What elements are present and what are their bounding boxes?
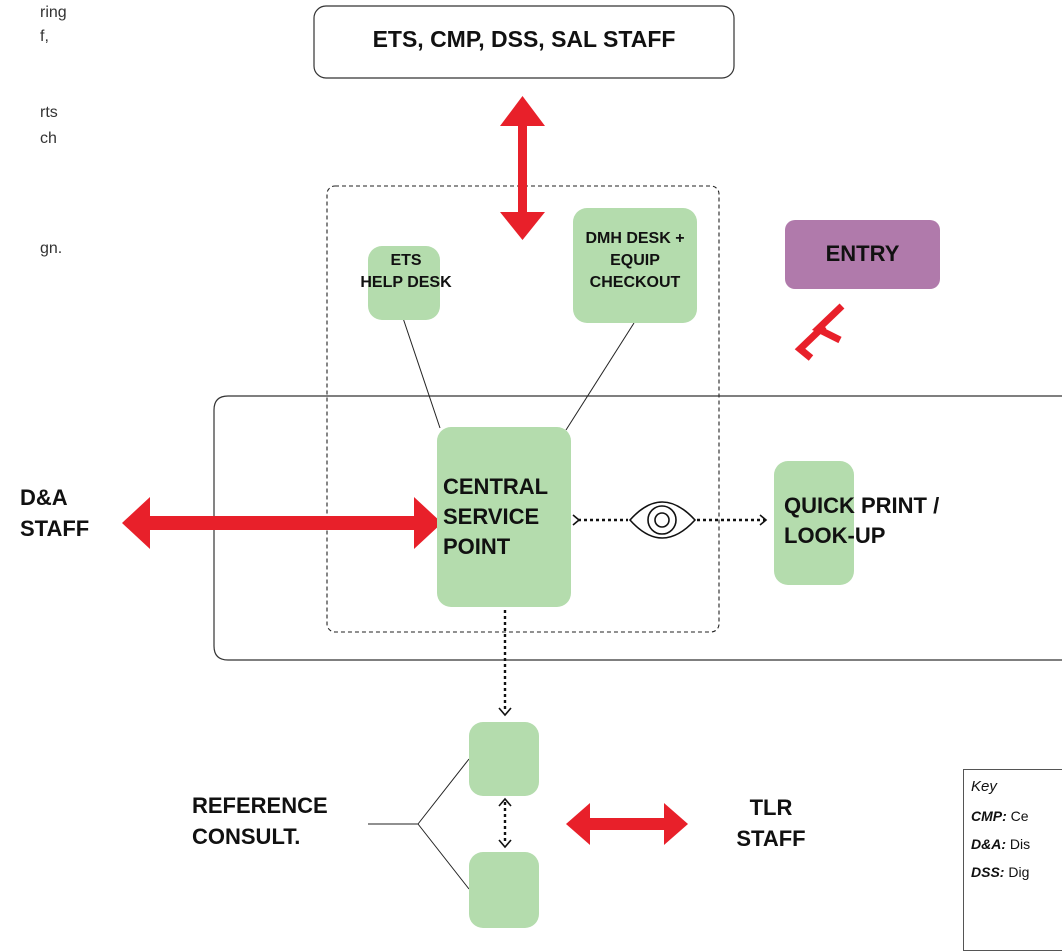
ets-help-desk-label-line: HELP DESK xyxy=(360,274,452,291)
central-service-point-label-line: POINT xyxy=(443,534,511,559)
entry-chevron-icon xyxy=(794,303,845,361)
dmh-desk-label-line: CHECKOUT xyxy=(589,274,681,291)
reference-consult-label-line: CONSULT. xyxy=(192,824,301,849)
reference-consult-bracket xyxy=(368,758,470,890)
ets-help-desk-box xyxy=(368,246,440,320)
dmh-desk-box xyxy=(573,208,697,323)
tlr-staff-label-line: TLR xyxy=(749,795,793,820)
top-staff-box xyxy=(313,5,735,79)
key-item-text: Ce xyxy=(1010,808,1029,824)
dmh-desk-label-line: DMH DESK + xyxy=(585,230,685,247)
top-staff-red-double-arrow xyxy=(500,96,545,240)
reference-consult-box-upper xyxy=(469,722,539,796)
dmh-desk-label: DMH DESK + EQUIP CHECKOUT xyxy=(555,228,715,294)
connector-ets-to-csp xyxy=(402,317,441,429)
central-service-point-box xyxy=(437,427,571,607)
key-item-abbr: D&A: xyxy=(971,836,1006,852)
reference-consult-label: REFERENCE CONSULT. xyxy=(192,790,328,852)
quick-print-label-line: QUICK PRINT / xyxy=(784,493,940,518)
key-item-abbr: DSS: xyxy=(971,864,1005,880)
central-service-point-label-line: SERVICE xyxy=(443,504,540,529)
intro-text-fragment: rts xyxy=(40,104,58,121)
top-staff-label: ETS, CMP, DSS, SAL STAFF xyxy=(372,26,676,52)
connector-dmh-to-csp xyxy=(565,322,635,431)
reference-consult-box-lower xyxy=(469,852,539,928)
da-staff-label-line: D&A xyxy=(20,485,68,510)
intro-text-fragment: ring xyxy=(40,4,67,21)
quick-print-box xyxy=(774,461,854,585)
intro-text-fragment: ch xyxy=(40,130,57,147)
central-service-point-label-line: CENTRAL xyxy=(443,474,549,499)
diagram-canvas xyxy=(122,5,1062,890)
dotted-arrow-reference-boxes xyxy=(498,797,512,849)
key-item-abbr: CMP: xyxy=(971,808,1007,824)
entry-label: ENTRY xyxy=(825,241,900,266)
intro-text-fragment: f, xyxy=(40,28,49,45)
key-item: DSS: Dig xyxy=(971,864,1029,880)
da-staff-red-double-arrow xyxy=(122,497,442,549)
dotted-arrow-csp-reference xyxy=(498,587,512,717)
eye-icon xyxy=(628,501,697,539)
central-service-point-label: CENTRAL SERVICE POINT xyxy=(443,472,548,562)
service-zone-dashed-outline xyxy=(326,185,720,633)
key-legend: Key CMP: Ce D&A: Dis DSS: Dig xyxy=(963,769,1062,951)
quick-print-label: QUICK PRINT / LOOK-UP xyxy=(784,491,939,551)
ets-help-desk-label: ETS HELP DESK xyxy=(348,250,464,294)
reference-consult-label-line: REFERENCE xyxy=(192,793,328,818)
key-item-text: Dis xyxy=(1009,836,1031,852)
da-staff-label: D&A STAFF xyxy=(20,482,89,544)
key-item: CMP: Ce xyxy=(971,808,1029,824)
key-item: D&A: Dis xyxy=(971,836,1030,852)
tlr-staff-label: TLR STAFF xyxy=(726,792,816,854)
dmh-desk-label-line: EQUIP xyxy=(610,252,660,269)
key-item-text: Dig xyxy=(1008,864,1030,880)
key-title: Key xyxy=(971,778,997,795)
ets-help-desk-label-line: ETS xyxy=(390,252,422,269)
tlr-staff-label-line: STAFF xyxy=(736,826,806,851)
quick-print-label-line: LOOK-UP xyxy=(784,523,886,548)
da-staff-label-line: STAFF xyxy=(20,516,90,541)
entry-box xyxy=(785,220,940,289)
tlr-staff-red-double-arrow xyxy=(566,803,688,845)
intro-text-fragment: gn. xyxy=(40,240,63,257)
